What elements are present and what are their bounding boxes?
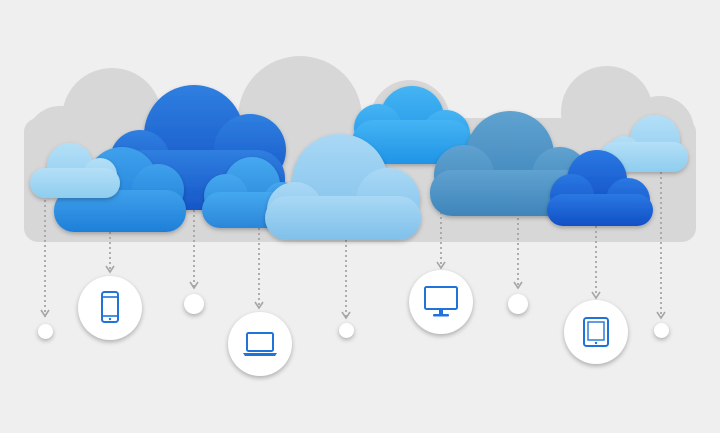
endpoint-dot	[339, 323, 354, 338]
device-node-tablet	[564, 300, 628, 364]
device-node-laptop	[228, 312, 292, 376]
cloud-pale-left	[30, 143, 120, 198]
connector-arrowheads	[40, 261, 666, 320]
cloud-light-center	[265, 134, 421, 240]
device-node-smartphone	[78, 276, 142, 340]
device-node-monitor	[409, 270, 473, 334]
endpoint-dot	[654, 323, 669, 338]
monitor-icon	[424, 286, 458, 317]
cloud-bright	[352, 86, 472, 164]
connector-lines	[44, 172, 662, 318]
cloud-dark-right	[547, 150, 653, 226]
endpoint-dot	[184, 294, 204, 314]
tablet-icon	[583, 317, 609, 347]
endpoint-dot	[38, 324, 53, 339]
laptop-icon	[243, 332, 277, 356]
smartphone-icon	[101, 291, 119, 323]
endpoint-dot	[508, 294, 528, 314]
